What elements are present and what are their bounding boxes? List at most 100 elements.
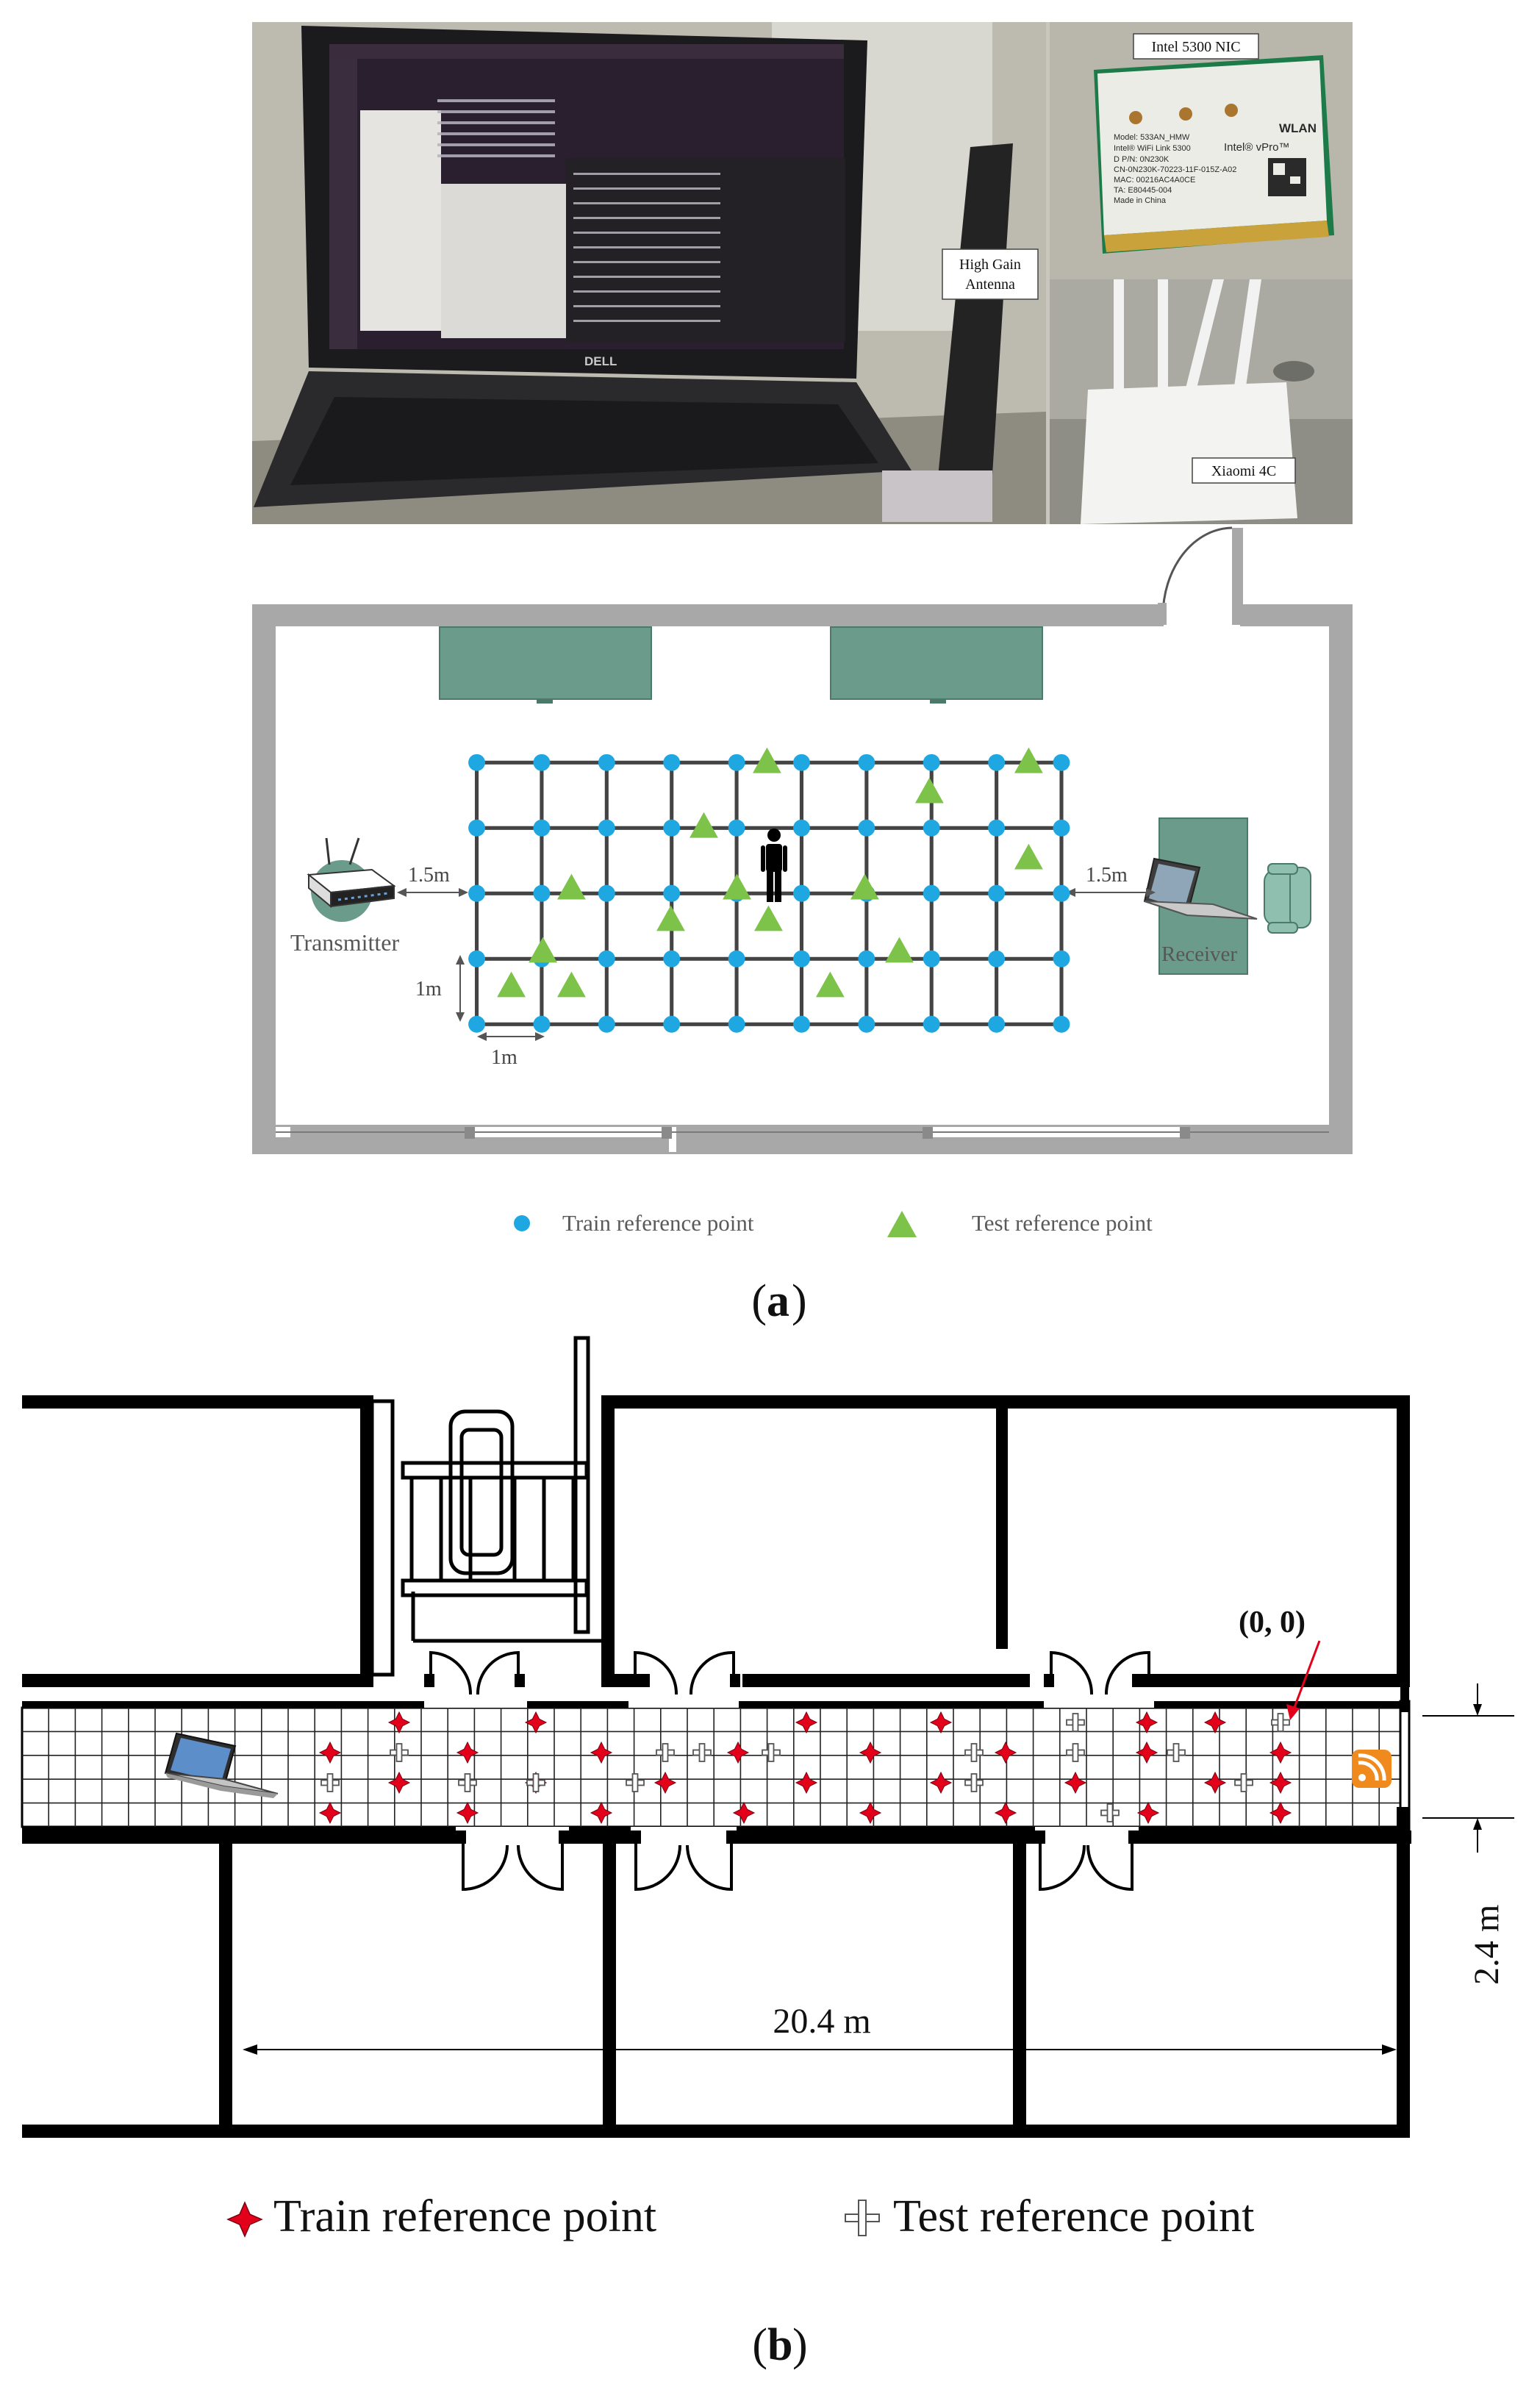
test-point-b	[762, 1743, 781, 1762]
train-point-b	[524, 1711, 548, 1734]
train-point-b	[726, 1741, 750, 1764]
train-reference-points-b	[318, 1711, 1292, 1825]
train-point	[793, 754, 810, 771]
train-reference-points	[468, 754, 1070, 1033]
test-point-b	[692, 1743, 712, 1762]
caption-b: ( b )	[752, 2320, 807, 2370]
test-point	[529, 937, 558, 963]
floor-plan-b: (0, 0) 2.4 m 20.4 m	[21, 1336, 1514, 2138]
wifi-router-icon	[1352, 1750, 1392, 1788]
xiaomi-router-photo	[1050, 279, 1353, 524]
train-point-b	[859, 1801, 882, 1825]
nic-card-photo: WLAN Model: 533AN_HMW Intel® WiFi Link 5…	[1050, 22, 1353, 279]
train-point	[988, 754, 1006, 771]
legend-train-label-b: Train reference point	[273, 2191, 656, 2241]
train-point	[1053, 950, 1070, 967]
test-point	[723, 873, 751, 900]
test-point	[690, 812, 718, 838]
train-point-b	[387, 1711, 411, 1734]
legend-train-marker-a	[514, 1215, 530, 1231]
caption-a: ( a )	[751, 1276, 806, 1326]
train-point	[663, 1015, 681, 1033]
legend-train-label-a: Train reference point	[562, 1210, 754, 1236]
train-point-b	[1203, 1771, 1227, 1794]
test-point-b	[1100, 1803, 1120, 1822]
train-point	[793, 884, 810, 902]
train-point-b	[1064, 1771, 1087, 1794]
test-point	[885, 937, 914, 963]
test-point	[557, 971, 586, 998]
train-point-b	[994, 1801, 1017, 1825]
legend-test-label-a: Test reference point	[972, 1210, 1153, 1236]
dimension-left-1-5m: 1.5m	[397, 864, 468, 897]
door-gap	[631, 1827, 737, 1833]
corridor-grid	[21, 1700, 1411, 1835]
train-point	[923, 884, 940, 902]
train-point	[1053, 1015, 1070, 1033]
antenna-label-line2: Antenna	[965, 276, 1015, 293]
chair-icon	[1264, 863, 1311, 934]
test-point-b	[320, 1773, 340, 1792]
test-point	[1014, 747, 1043, 773]
train-point	[793, 1015, 810, 1033]
nic-cn-text: CN-0N230K-70223-11F-015Z-A02	[1114, 165, 1236, 174]
door-gap	[424, 1701, 527, 1708]
train-point	[663, 950, 681, 967]
nic-mac-text: MAC: 00216AC4A0CE	[1114, 176, 1195, 185]
floor-plan-a: Receiver Transmitter 1.5m 1.5m	[252, 526, 1353, 1154]
test-point-b	[1234, 1773, 1253, 1792]
door-gap	[1044, 1701, 1154, 1708]
test-point	[656, 905, 685, 931]
train-point-b	[456, 1741, 479, 1764]
train-point	[468, 884, 486, 902]
laptop-icon	[164, 1732, 279, 1798]
train-point	[533, 754, 551, 771]
dimension-horizontal-1m: 1m	[477, 1032, 545, 1069]
dimension-right-1-5m: 1.5m	[1066, 864, 1156, 897]
dimension-20-4m: 20.4 m	[243, 2002, 1397, 2055]
train-point	[1053, 819, 1070, 837]
train-point	[923, 754, 940, 771]
test-point-b	[526, 1773, 545, 1792]
train-point	[988, 884, 1006, 902]
receiver-label: Receiver	[1161, 942, 1237, 966]
train-point-b	[1269, 1741, 1292, 1764]
train-point-b	[859, 1741, 882, 1764]
antenna-label-line1: High Gain	[959, 257, 1021, 273]
legend-test-marker-a	[887, 1211, 917, 1237]
nic-label: Intel 5300 NIC	[1151, 39, 1240, 55]
train-point	[793, 950, 810, 967]
nic-origin-text: Made in China	[1114, 196, 1167, 205]
caption-a-letter: a	[767, 1276, 789, 1326]
train-point	[663, 819, 681, 837]
train-point-b	[1203, 1711, 1227, 1734]
nic-wlan-text: WLAN	[1279, 121, 1317, 135]
train-point	[923, 950, 940, 967]
corridor-outline	[21, 1706, 1402, 1828]
test-point-b	[656, 1743, 675, 1762]
test-point-b	[964, 1773, 984, 1792]
train-point	[468, 1015, 486, 1033]
train-point	[533, 1015, 551, 1033]
train-point-b	[1269, 1801, 1292, 1825]
hardware-photo: DELL WLAN Model: 533AN_HMW Intel® WiFi L…	[252, 22, 1353, 524]
test-point	[754, 905, 783, 931]
train-point	[468, 819, 486, 837]
train-point-b	[1136, 1801, 1160, 1825]
grid-horizontal-label: 1m	[491, 1046, 517, 1069]
test-point	[752, 747, 781, 773]
test-point	[850, 873, 879, 900]
train-point	[598, 754, 615, 771]
svg-text:(: (	[751, 1276, 767, 1326]
legend-test-label-b: Test reference point	[893, 2191, 1254, 2241]
nic-vpro-text: Intel® vPro™	[1224, 141, 1289, 154]
train-point	[988, 1015, 1006, 1033]
antenna-label-box: High Gain Antenna	[942, 248, 1039, 300]
door-a	[1158, 526, 1243, 625]
test-point-b	[390, 1743, 409, 1762]
nic-name-text: Intel® WiFi Link 5300	[1114, 144, 1191, 153]
dimension-2-4m: 2.4 m	[1422, 1683, 1514, 1985]
transmitter-router-icon	[307, 837, 396, 922]
door-gap	[628, 1701, 739, 1708]
